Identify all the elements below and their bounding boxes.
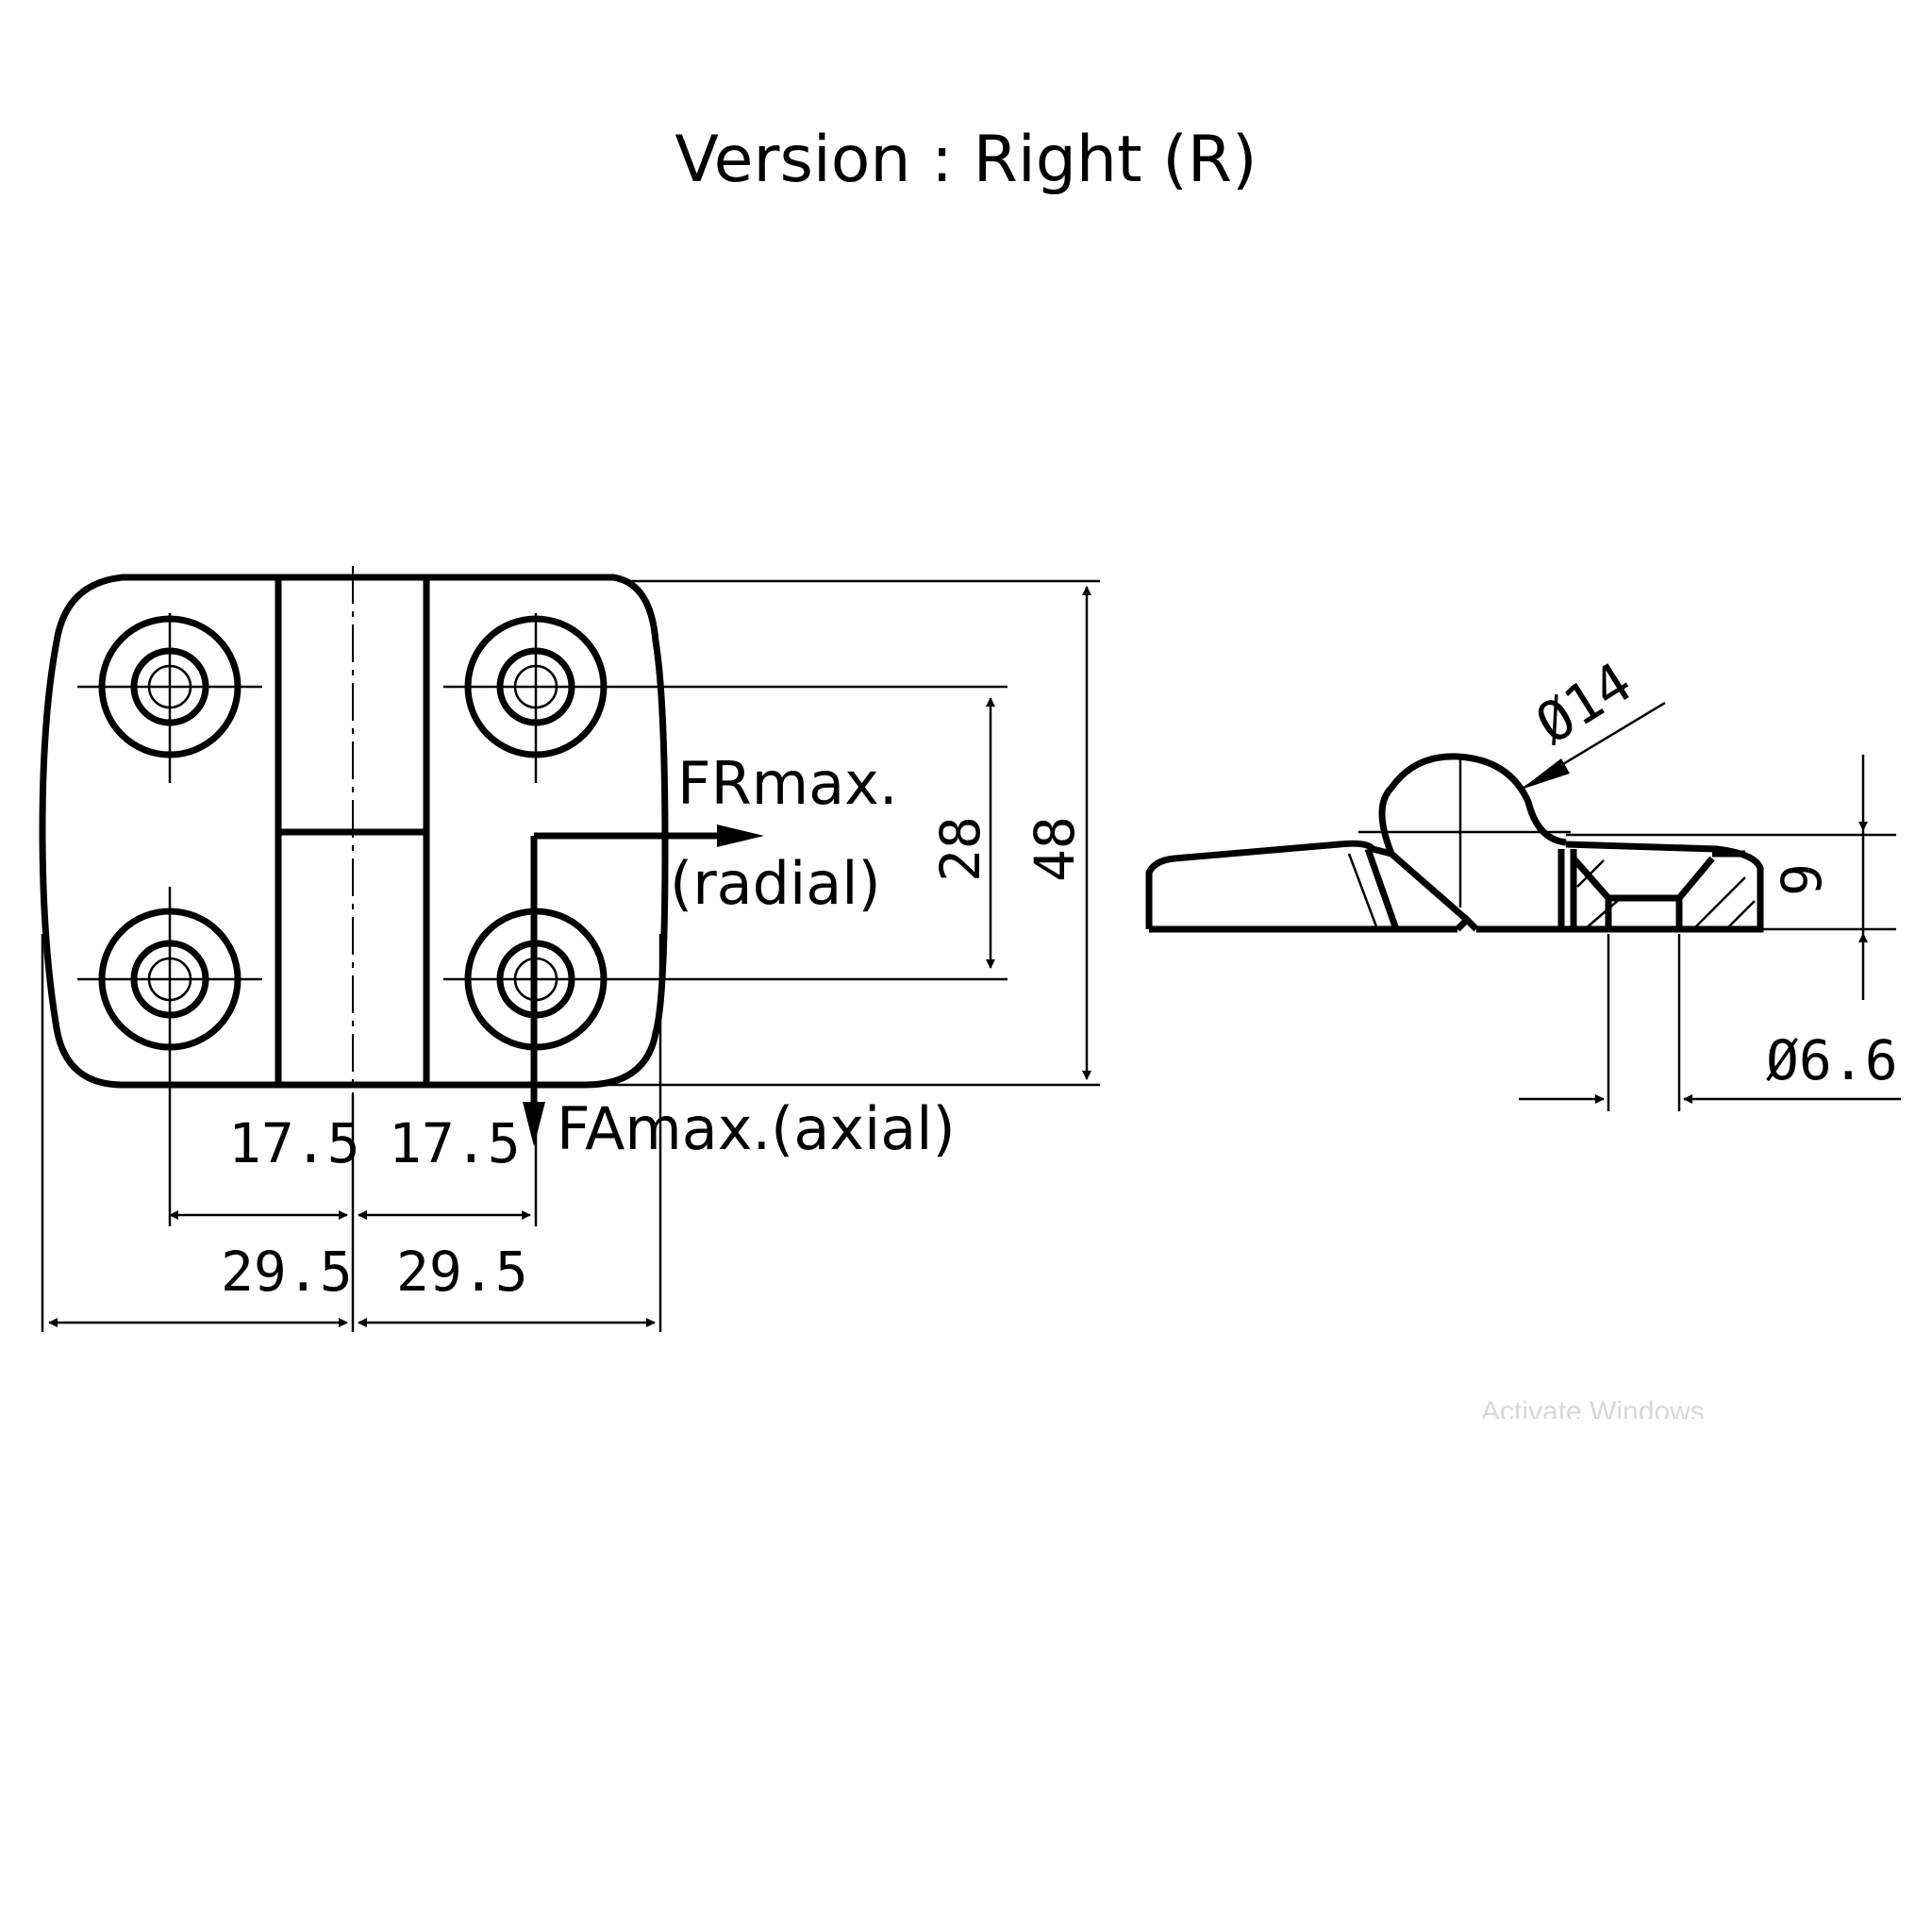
dim-28-text: 28 [928,816,992,882]
hole-bottom-left [77,887,262,1226]
fr-max-label: FRmax. [677,749,898,818]
dim-48: 48 [1023,586,1091,1080]
radial-label: (radial) [670,849,881,918]
hinge-front-view [39,566,1008,1226]
dim-29-5-row: 29.5 29.5 [48,1240,656,1327]
lower-leaf-inner [1347,853,1379,930]
dim-bolt-hole-text: Ø6.6 [1766,1028,1898,1092]
dim-17-5-right: 17.5 [389,1111,521,1175]
dim-29-5-right: 29.5 [396,1240,528,1304]
drawing-title: Version : Right (R) [675,123,1257,197]
pin-knuckle [1378,753,1567,856]
dim-bolt-hole: Ø6.6 [1519,1028,1901,1104]
hole-top-left [77,613,262,783]
dim-17-5-row: 17.5 17.5 [169,1111,531,1220]
dim-48-text: 48 [1023,816,1087,882]
dim-pin-diameter-text: Ø14 [1524,650,1642,757]
fa-max-label: FAmax.(axial) [557,1094,956,1163]
upper-leaf-edge [1389,851,1470,923]
activate-windows-watermark: Activate Windows [1481,1398,1705,1419]
countersunk-section [1557,849,1756,930]
dim-29-5-left: 29.5 [221,1240,353,1304]
dim-17-5-left: 17.5 [228,1111,360,1175]
hole-bottom-right [443,887,1008,1226]
radial-force-arrow [534,824,764,847]
axial-force-arrow [523,836,545,1146]
lower-leaf-edge [1364,847,1400,931]
dim-28: 28 [928,697,995,969]
leaf-notch [1455,915,1479,932]
dim-pin-diameter: Ø14 [1520,650,1666,791]
dim-9-text: 9 [1770,863,1834,896]
hole-top-right [443,613,1008,783]
hinge-side-view [1145,753,1764,933]
dim-9: 9 [1770,755,1868,1000]
side-plate-outline [1145,840,1764,933]
